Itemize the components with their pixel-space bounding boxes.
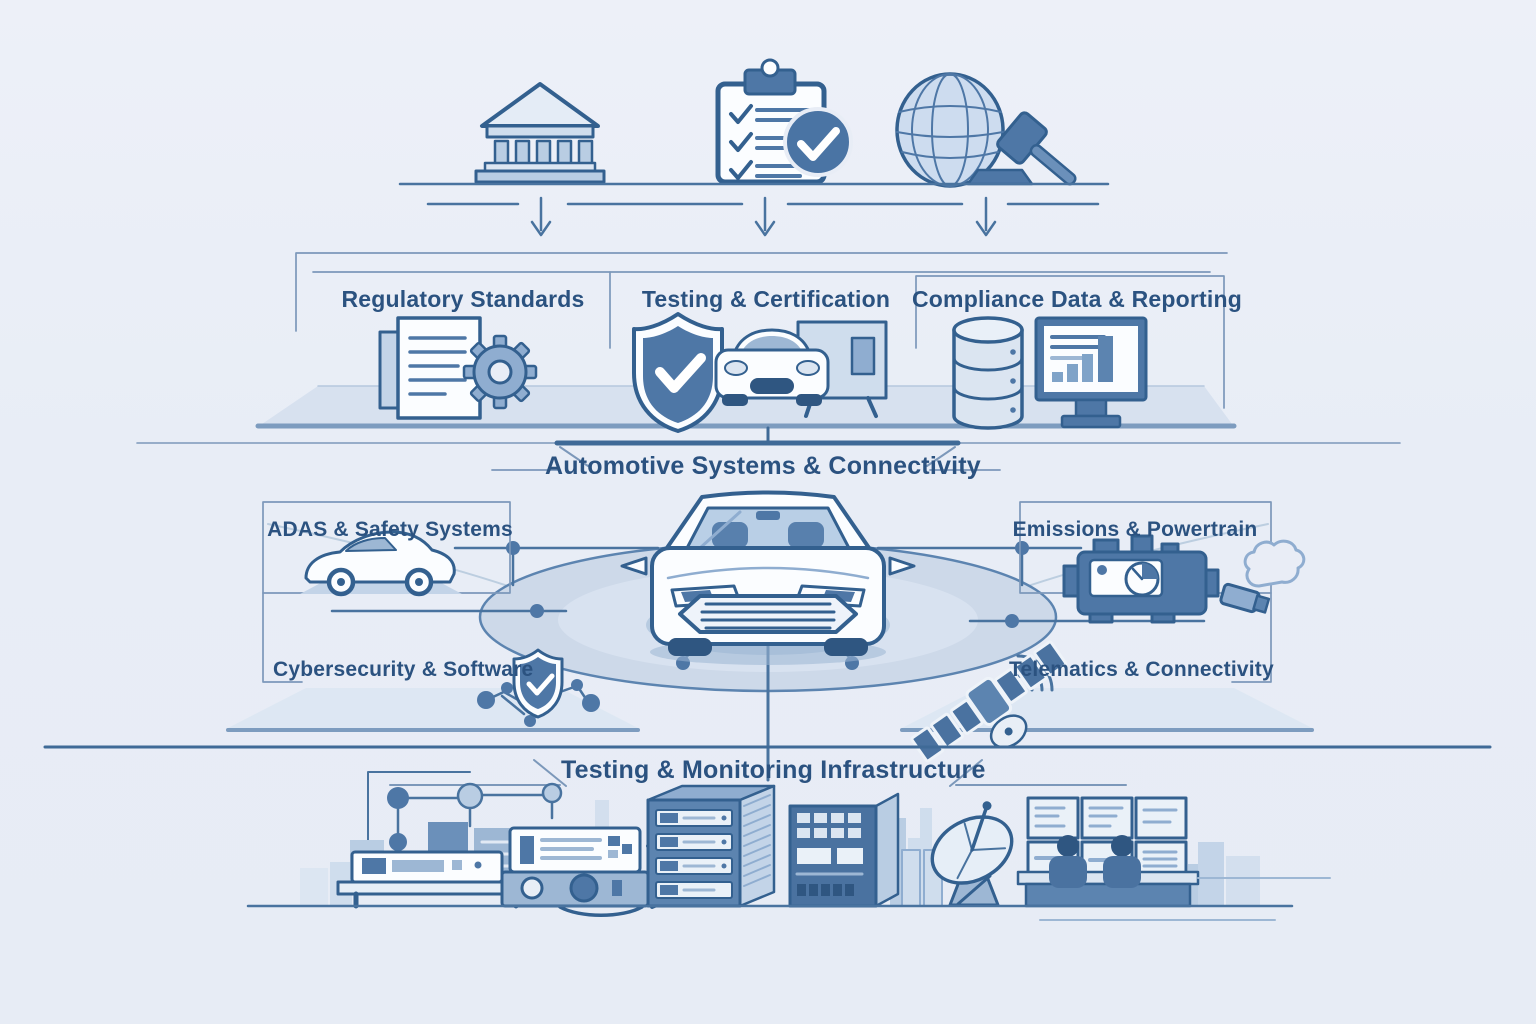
engine-emissions-icon bbox=[1062, 534, 1306, 624]
globe-gavel-icon bbox=[895, 72, 1077, 188]
database-icon bbox=[952, 316, 1024, 430]
certified-car-icon bbox=[714, 328, 830, 406]
adas-car-icon bbox=[300, 530, 462, 597]
checklist-clipboard-icon bbox=[715, 58, 853, 185]
subsystem-label-telematics: Telematics & Connectivity bbox=[1009, 658, 1274, 681]
panel-title-regulatory-standards: Regulatory Standards bbox=[341, 286, 585, 312]
documents-gear-icon bbox=[378, 316, 538, 420]
hub-side-platforms bbox=[226, 688, 1314, 732]
satellite-dish-icon bbox=[930, 801, 1014, 907]
panel-title-compliance-data-reporting: Compliance Data & Reporting bbox=[912, 286, 1242, 312]
control-room-icon bbox=[1016, 796, 1331, 908]
transport-truck-icon bbox=[796, 320, 888, 418]
server-racks-icon bbox=[646, 784, 943, 908]
test-bench-icon bbox=[336, 771, 680, 917]
cyber-shield-network-icon bbox=[477, 648, 600, 727]
government-building-icon bbox=[474, 82, 606, 184]
tier2-panel-frame bbox=[295, 252, 1228, 409]
hub-title: Automotive Systems & Connectivity bbox=[545, 452, 981, 480]
satellite-icon bbox=[910, 640, 1068, 763]
subsystem-label-emissions: Emissions & Powertrain bbox=[1012, 518, 1258, 541]
report-monitor-icon bbox=[1034, 316, 1148, 429]
subsystem-label-cybersecurity: Cybersecurity & Software bbox=[273, 658, 534, 681]
bottom-band-divider bbox=[43, 745, 1492, 787]
car-front-icon bbox=[620, 490, 916, 665]
flow-arrows bbox=[426, 196, 1100, 237]
bottom-title: Testing & Monitoring Infrastructure bbox=[561, 756, 986, 784]
subsystem-label-adas: ADAS & Safety Systems bbox=[267, 518, 513, 541]
panel-title-testing-certification: Testing & Certification bbox=[641, 286, 891, 312]
certification-shield-icon bbox=[632, 312, 724, 433]
